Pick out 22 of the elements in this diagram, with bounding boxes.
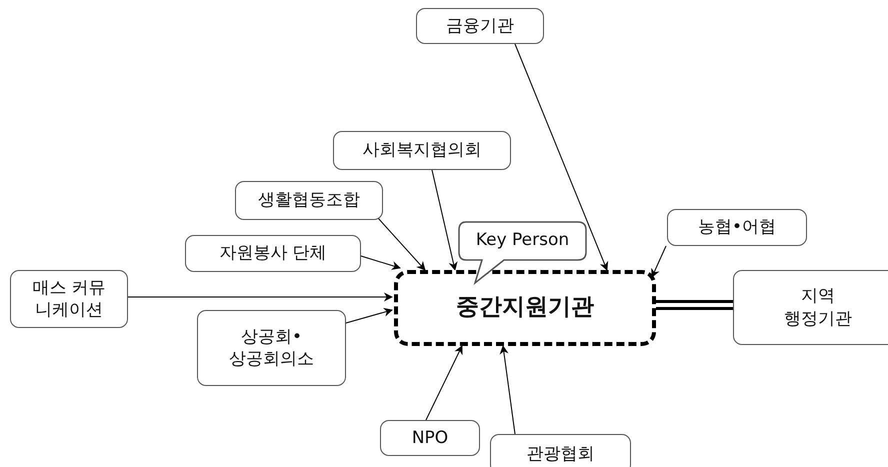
- arrow: [432, 170, 458, 271]
- arrow: [514, 44, 608, 271]
- arrow: [378, 218, 426, 271]
- organization-box: 매스 커뮤니케이션: [10, 270, 128, 328]
- arrow: [346, 308, 393, 324]
- organization-box: 농협•어협: [667, 209, 807, 246]
- organization-box: 금융기관: [416, 8, 544, 44]
- organization-box: 상공회• 상공회의소: [197, 310, 346, 386]
- organization-box: NPO: [380, 420, 480, 456]
- arrow: [651, 246, 666, 278]
- arrow: [128, 292, 393, 302]
- arrow: [360, 256, 401, 270]
- arrow: [426, 345, 462, 420]
- organization-box: 사회복지협의회: [333, 131, 511, 170]
- organization-box: 관광협회: [490, 434, 631, 467]
- organization-box: 지역 행정기관: [733, 270, 888, 345]
- speech-bubble: Key Person: [458, 221, 587, 285]
- organization-box: 자원봉사 단체: [185, 235, 361, 272]
- center-box: 중간지원기관: [394, 270, 656, 346]
- organization-box: 생활협동조합: [235, 181, 383, 220]
- arrow: [500, 345, 516, 434]
- double-line: [654, 300, 734, 310]
